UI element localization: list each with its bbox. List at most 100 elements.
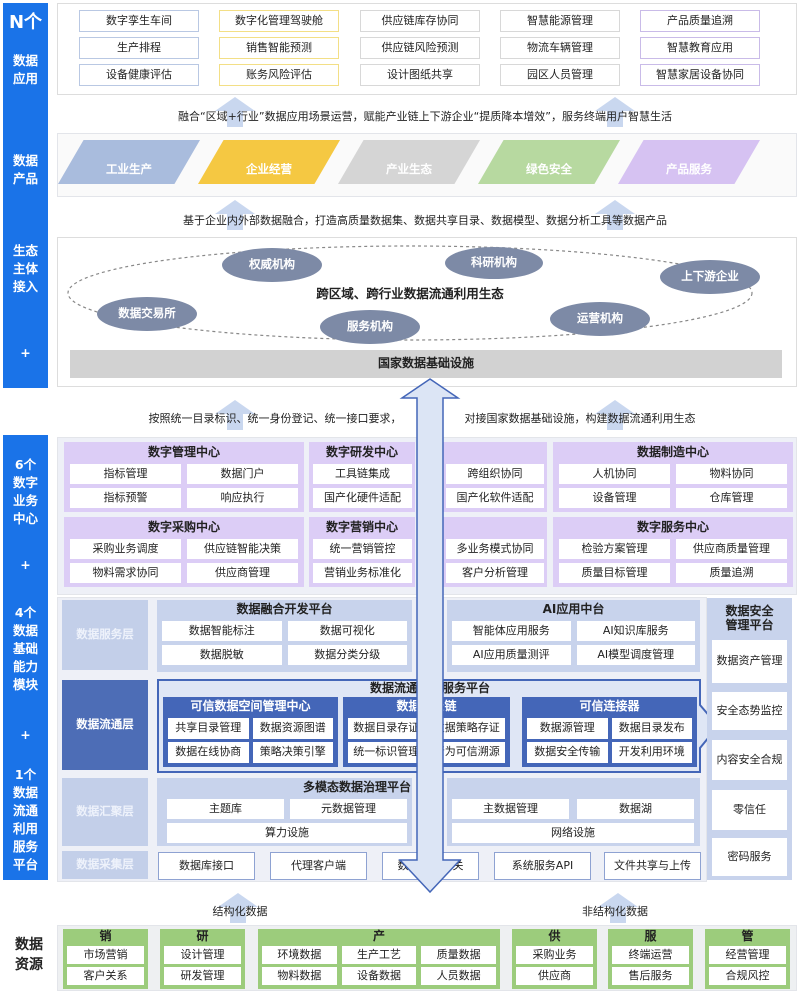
resource-item[interactable]: 客户关系 xyxy=(67,967,144,985)
ecosystem-node[interactable]: 运营机构 xyxy=(550,302,650,336)
resource-item[interactable]: 研发管理 xyxy=(164,967,241,985)
product-3[interactable]: 产业生态 xyxy=(338,140,480,184)
center-item[interactable]: 国产化软件适配 xyxy=(446,488,544,508)
resource-item[interactable]: 经营管理 xyxy=(709,946,786,964)
app-item[interactable]: 供应链风险预测 xyxy=(360,37,480,59)
center-item[interactable]: 跨组织协同 xyxy=(446,464,544,484)
resource-item[interactable]: 合规风控 xyxy=(709,967,786,985)
resource-item[interactable]: 生产工艺 xyxy=(341,946,417,964)
security-item[interactable]: 数据资产管理 xyxy=(712,640,787,683)
app-item[interactable]: 供应链库存协同 xyxy=(360,10,480,32)
security-item[interactable]: 密码服务 xyxy=(712,838,787,876)
app-item[interactable]: 设备健康评估 xyxy=(79,64,199,86)
national-infrastructure-bar[interactable]: 国家数据基础设施 xyxy=(70,350,782,378)
ecosystem-node[interactable]: 权威机构 xyxy=(222,248,322,282)
app-item[interactable]: 产品质量追溯 xyxy=(640,10,760,32)
governance-item[interactable]: 数据湖 xyxy=(577,799,694,819)
governance-item[interactable]: 网络设施 xyxy=(452,823,694,843)
center-item[interactable]: 客户分析管理 xyxy=(446,563,544,583)
flow-sub-item[interactable]: 开发利用环境 xyxy=(611,742,692,763)
center-item[interactable]: 供应商质量管理 xyxy=(676,539,787,559)
center-item[interactable]: 数据门户 xyxy=(187,464,298,484)
center-item[interactable]: 物料协同 xyxy=(676,464,787,484)
product-5[interactable]: 产品服务 xyxy=(618,140,760,184)
flow-sub-item[interactable]: 数据策略存证 xyxy=(428,718,505,739)
center-item[interactable]: 物料需求协同 xyxy=(70,563,181,583)
governance-item[interactable]: 主题库 xyxy=(167,799,284,819)
app-item[interactable]: 数字化管理驾驶舱 xyxy=(219,10,339,32)
resource-item[interactable]: 设备数据 xyxy=(341,967,417,985)
security-item[interactable]: 内容安全合规 xyxy=(712,740,787,780)
collection-item[interactable]: 系统服务API xyxy=(494,852,591,880)
center-item[interactable]: 国产化硬件适配 xyxy=(313,488,412,508)
resource-item[interactable]: 售后服务 xyxy=(612,967,689,985)
ecosystem-node[interactable]: 服务机构 xyxy=(320,310,420,344)
governance-item[interactable]: 算力设施 xyxy=(167,823,407,843)
governance-item[interactable]: 主数据管理 xyxy=(452,799,569,819)
center-item[interactable]: 响应执行 xyxy=(187,488,298,508)
resource-item[interactable]: 终端运营 xyxy=(612,946,689,964)
center-item[interactable]: 多业务模式协同 xyxy=(446,539,544,559)
fusion_platform-item[interactable]: 数据智能标注 xyxy=(162,621,282,641)
center-item[interactable]: 质量追溯 xyxy=(676,563,787,583)
fusion_platform-item[interactable]: 数据脱敏 xyxy=(162,645,282,665)
center-item[interactable]: 供应商管理 xyxy=(187,563,298,583)
flow-sub-item[interactable]: 数据资源图谱 xyxy=(252,718,333,739)
app-item[interactable]: 账务风险评估 xyxy=(219,64,339,86)
resource-item[interactable]: 采购业务 xyxy=(516,946,593,964)
center-item[interactable]: 供应链智能决策 xyxy=(187,539,298,559)
resource-item[interactable]: 质量数据 xyxy=(421,946,496,964)
resource-item[interactable]: 物料数据 xyxy=(262,967,337,985)
collection-item[interactable]: 数据库接口 xyxy=(158,852,255,880)
app-item[interactable]: 销售智能预测 xyxy=(219,37,339,59)
ecosystem-node[interactable]: 上下游企业 xyxy=(660,260,760,294)
security-item[interactable]: 安全态势监控 xyxy=(712,692,787,730)
product-4[interactable]: 绿色安全 xyxy=(478,140,620,184)
flow-sub-item[interactable]: 行为可信溯源 xyxy=(428,742,505,763)
fusion_platform-item[interactable]: 数据分类分级 xyxy=(287,645,407,665)
flow-sub-item[interactable]: 数据目录存证 xyxy=(348,718,425,739)
product-1[interactable]: 工业生产 xyxy=(58,140,200,184)
center-item[interactable]: 人机协同 xyxy=(559,464,670,484)
center-item[interactable]: 设备管理 xyxy=(559,488,670,508)
resource-item[interactable]: 环境数据 xyxy=(262,946,337,964)
fusion_platform-item[interactable]: 数据可视化 xyxy=(287,621,407,641)
center-item[interactable]: 指标管理 xyxy=(70,464,181,484)
flow-sub-item[interactable]: 数据在线协商 xyxy=(168,742,249,763)
flow-sub-item[interactable]: 数据源管理 xyxy=(527,718,608,739)
resource-item[interactable]: 设计管理 xyxy=(164,946,241,964)
center-item[interactable]: 工具链集成 xyxy=(313,464,412,484)
resource-item[interactable]: 人员数据 xyxy=(421,967,496,985)
resource-item[interactable]: 市场营销 xyxy=(67,946,144,964)
ai_platform-item[interactable]: AI应用质量测评 xyxy=(452,645,571,665)
center-item[interactable]: 仓库管理 xyxy=(676,488,787,508)
app-item[interactable]: 智慧教育应用 xyxy=(640,37,760,59)
app-item[interactable]: 生产排程 xyxy=(79,37,199,59)
flow-sub-item[interactable]: 数据目录发布 xyxy=(611,718,692,739)
center-item[interactable]: 营销业务标准化 xyxy=(313,563,412,583)
security-item[interactable]: 零信任 xyxy=(712,790,787,830)
ecosystem-node[interactable]: 科研机构 xyxy=(445,247,543,279)
collection-item[interactable]: 文件共享与上传 xyxy=(604,852,701,880)
app-item[interactable]: 物流车辆管理 xyxy=(500,37,620,59)
ai_platform-item[interactable]: AI知识库服务 xyxy=(576,621,695,641)
app-item[interactable]: 园区人员管理 xyxy=(500,64,620,86)
flow-sub-item[interactable]: 共享目录管理 xyxy=(168,718,249,739)
flow-sub-item[interactable]: 数据安全传输 xyxy=(527,742,608,763)
center-item[interactable]: 检验方案管理 xyxy=(559,539,670,559)
app-item[interactable]: 智慧能源管理 xyxy=(500,10,620,32)
center-item[interactable]: 指标预警 xyxy=(70,488,181,508)
center-item[interactable]: 统一营销管控 xyxy=(313,539,412,559)
ai_platform-item[interactable]: AI模型调度管理 xyxy=(576,645,695,665)
collection-item[interactable]: 代理客户端 xyxy=(270,852,367,880)
center-item[interactable]: 质量目标管理 xyxy=(559,563,670,583)
collection-item[interactable]: 数据采集网关 xyxy=(382,852,479,880)
governance-item[interactable]: 元数据管理 xyxy=(290,799,407,819)
app-item[interactable]: 数字孪生车间 xyxy=(79,10,199,32)
product-2[interactable]: 企业经营 xyxy=(198,140,340,184)
ai_platform-item[interactable]: 智能体应用服务 xyxy=(452,621,571,641)
app-item[interactable]: 设计图纸共享 xyxy=(360,64,480,86)
resource-item[interactable]: 供应商 xyxy=(516,967,593,985)
flow-sub-item[interactable]: 统一标识管理 xyxy=(348,742,425,763)
ecosystem-node[interactable]: 数据交易所 xyxy=(97,297,197,331)
